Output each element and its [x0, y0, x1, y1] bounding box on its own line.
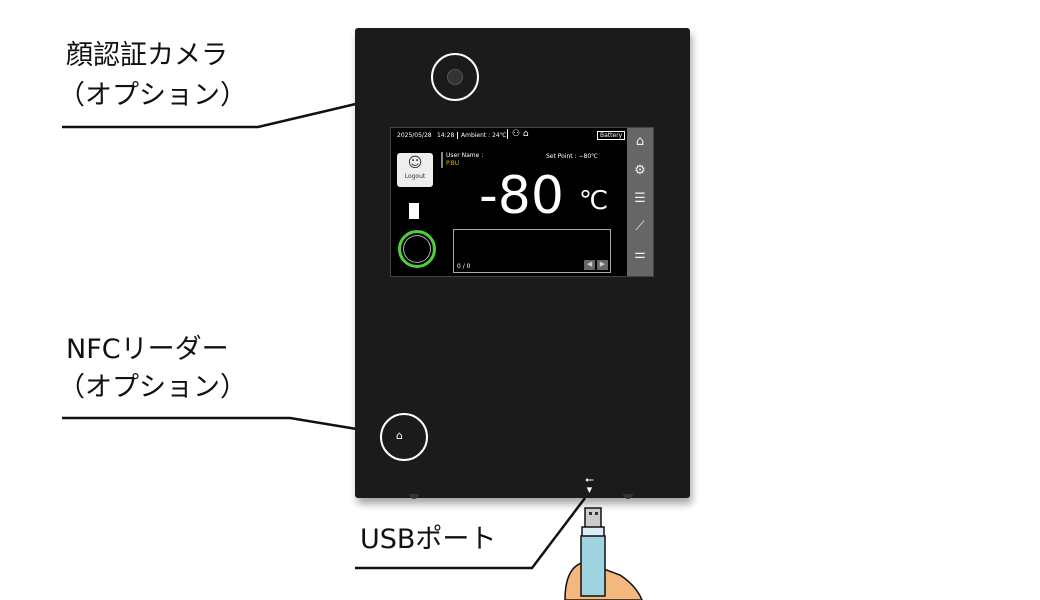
user-name-label: User Name : [446, 152, 484, 159]
chart-icon[interactable]: ⟋ [635, 219, 645, 234]
status-icons: ⚇ ⌂ [507, 129, 529, 139]
usb-label: USBポート [360, 524, 497, 555]
home-icon[interactable]: ⌂ [635, 134, 645, 149]
usb-icon: ⭠▾ [585, 473, 594, 496]
nfc-option-label: （オプション） [58, 372, 247, 403]
temperature-unit: ℃ [579, 186, 609, 216]
user-info: User Name :P.BU [441, 152, 483, 168]
touch-screen[interactable]: 2025/05/28 14:28 Ambient : 24℃ ⚇ ⌂ Batte… [390, 127, 654, 277]
freezer-icon [409, 203, 419, 219]
sidebar: ⌂ ⚙ ☰ ⟋ ⚌ [627, 128, 653, 276]
logout-button[interactable]: ☺ Logout [397, 153, 433, 187]
nfc-highlight[interactable] [380, 413, 428, 461]
settings-sliders-icon[interactable]: ⚌ [634, 247, 646, 262]
camera-label: 顔認証カメラ [66, 40, 228, 71]
page-counter: 0 / 0 [457, 263, 471, 270]
temperature: -80 [479, 166, 564, 226]
user-icon: ☺ [407, 155, 423, 171]
message-panel: 0 / 0 ◀ ▶ [453, 229, 611, 273]
gear-icon[interactable]: ⚙ [634, 163, 646, 178]
time: 14:28 [437, 132, 455, 139]
set-point: Set Point : −80℃ [546, 153, 598, 160]
logout-label: Logout [404, 173, 426, 180]
ambient: Ambient : 24℃ [457, 132, 506, 139]
battery-indicator: Battery [597, 131, 626, 140]
prev-button[interactable]: ◀ [584, 260, 595, 270]
date: 2025/05/28 [397, 132, 432, 139]
list-icon[interactable]: ☰ [634, 191, 646, 206]
foot [623, 494, 633, 499]
camera-option-label: （オプション） [58, 80, 247, 111]
usb-stick-with-hand [564, 507, 643, 600]
camera-highlight [431, 53, 479, 101]
user-name: P.BU [446, 160, 460, 167]
nfc-label: NFCリーダー [66, 334, 229, 365]
next-button[interactable]: ▶ [597, 260, 608, 270]
nfc-icon: ⌂ [396, 429, 403, 442]
camera-icon [447, 69, 463, 85]
start-button[interactable] [398, 230, 436, 268]
foot [409, 494, 419, 499]
